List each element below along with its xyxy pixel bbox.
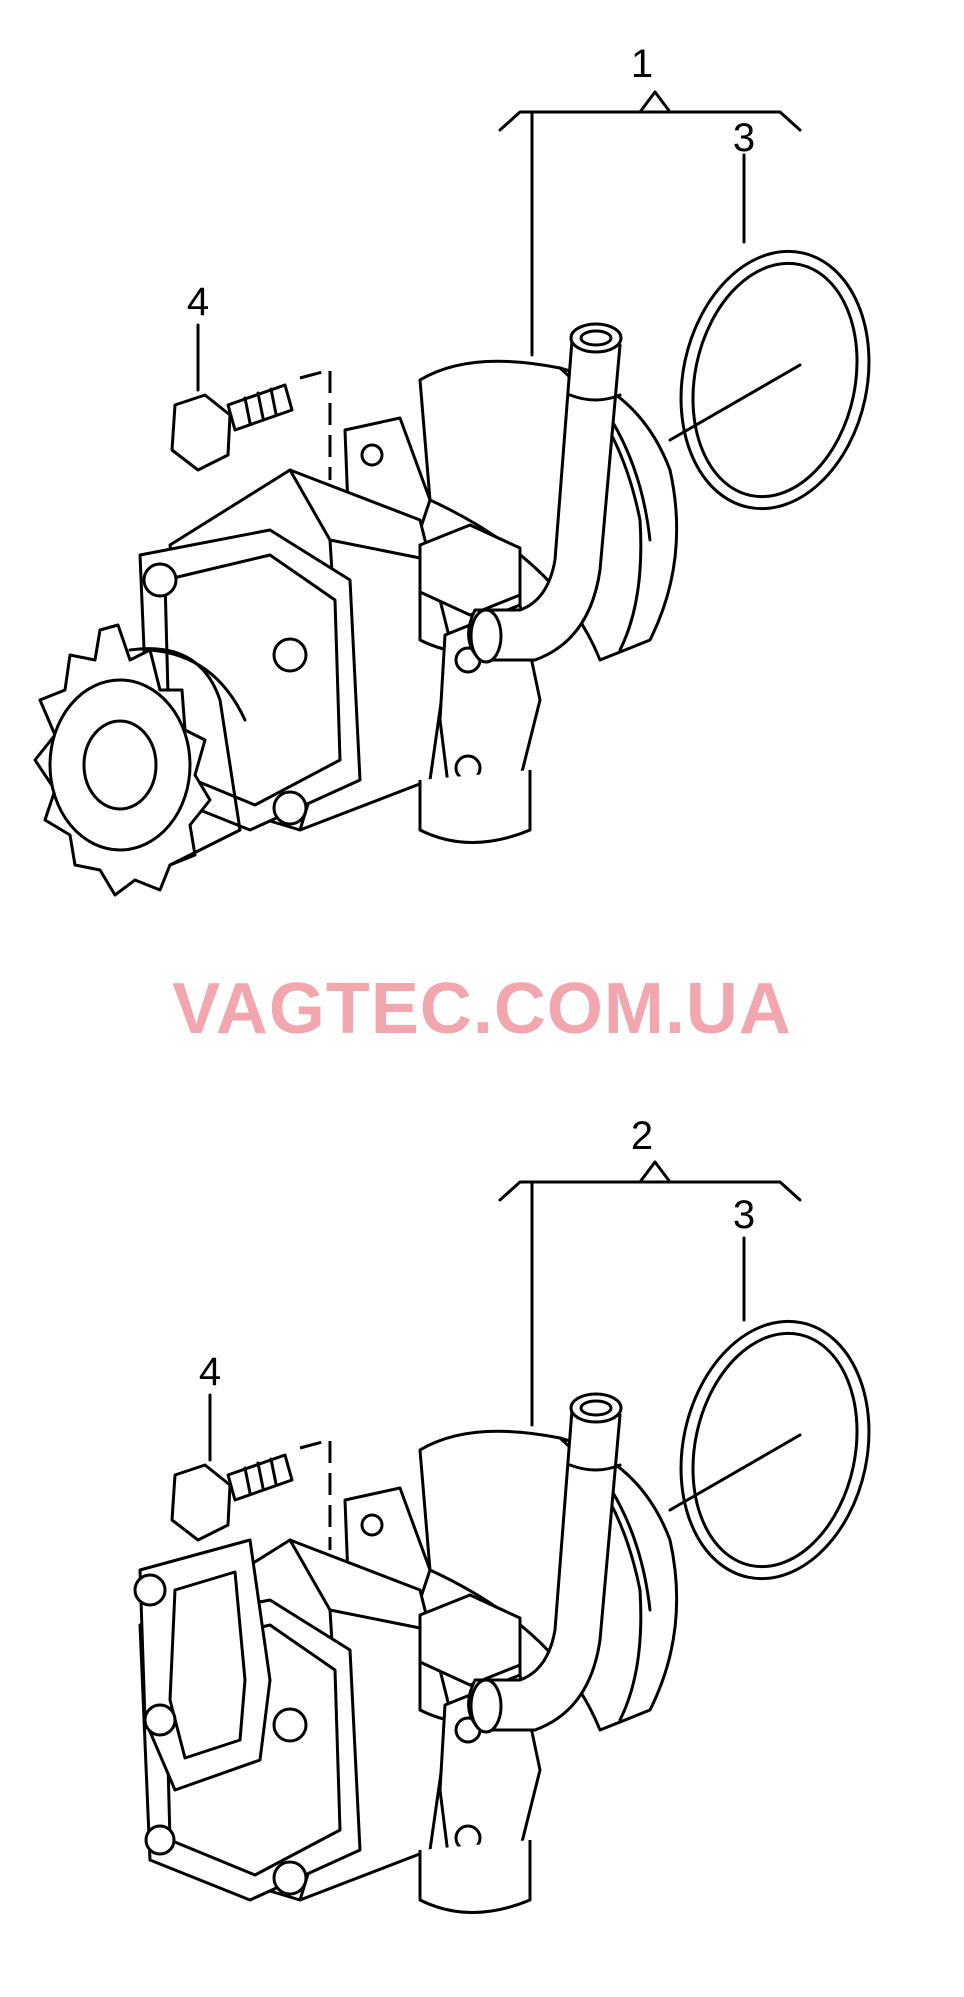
o-ring-3-bottom [679,1319,871,1581]
callout-o-ring-bottom: 3 [732,1193,756,1237]
bolt-4-bottom [170,1453,294,1542]
assembly-2-bracket [498,1160,802,1202]
callout-assembly-1: 1 [630,42,654,86]
bolt-4-top [170,383,294,472]
watermark-text: VAGTEC.COM.UA [172,969,792,1049]
pump-assembly-2 [133,1160,871,1914]
o-ring-3-top [679,249,871,511]
assembly-1-bracket [498,90,802,132]
pump-assembly-1 [33,90,871,897]
callout-bolt-top: 4 [186,280,210,324]
callout-assembly-2: 2 [630,1114,654,1158]
callout-bolt-bottom: 4 [198,1350,222,1394]
callout-o-ring-top: 3 [732,116,756,160]
